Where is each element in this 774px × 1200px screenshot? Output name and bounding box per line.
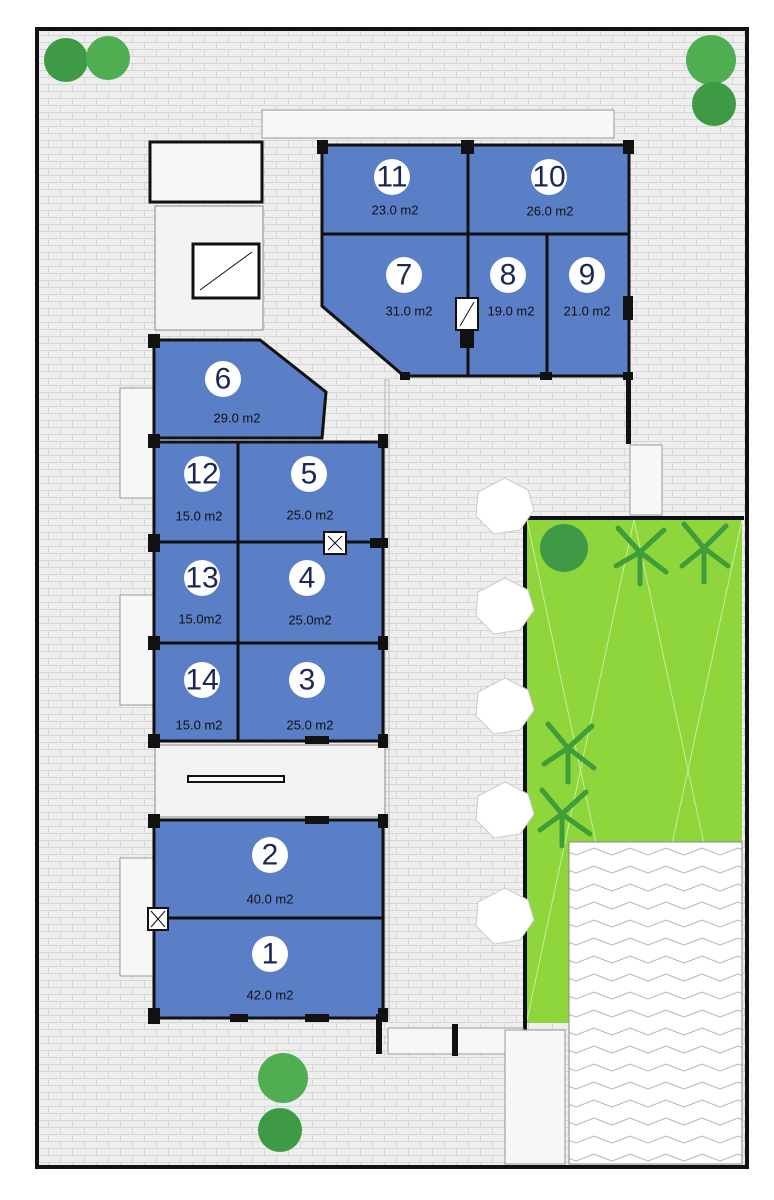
unit-4-area: 25.0m2 bbox=[288, 613, 331, 628]
unit-14-badge bbox=[184, 662, 220, 698]
unit-10-number: 10 bbox=[532, 161, 565, 194]
unit-1-number: 1 bbox=[262, 938, 279, 971]
shaft-unit-2 bbox=[147, 907, 169, 931]
unit-6-room bbox=[152, 338, 328, 440]
shaft-unit-8 bbox=[455, 297, 479, 331]
parking-area bbox=[569, 842, 742, 1164]
unit-9-number: 9 bbox=[579, 259, 596, 292]
unit-6-area: 29.0 m2 bbox=[214, 411, 261, 426]
unit-3-area: 25.0 m2 bbox=[287, 718, 334, 733]
unit-7-badge bbox=[386, 257, 422, 293]
unit-5-number: 5 bbox=[301, 458, 318, 491]
ramp-right bbox=[629, 444, 663, 516]
unit-9[interactable]: 9 21.0 m2 bbox=[545, 232, 631, 378]
columns bbox=[148, 140, 634, 1056]
unit-6-number: 6 bbox=[215, 363, 232, 396]
unit-3-number: 3 bbox=[299, 664, 316, 697]
unit-14-area: 15.0 m2 bbox=[176, 718, 223, 733]
unit-4-badge bbox=[289, 560, 325, 596]
unit-2-area: 40.0 m2 bbox=[247, 892, 294, 907]
unit-6-badge bbox=[205, 361, 241, 397]
unit-7-area: 31.0 m2 bbox=[386, 304, 433, 319]
unit-9-area: 21.0 m2 bbox=[564, 304, 611, 319]
palm-trees bbox=[537, 521, 731, 849]
unit-10-badge bbox=[531, 159, 567, 195]
garden-border-top bbox=[525, 516, 744, 520]
unit-1-badge bbox=[252, 936, 288, 972]
unit-7[interactable]: 7 31.0 m2 bbox=[320, 232, 470, 378]
unit-1[interactable]: 1 42.0 m2 bbox=[152, 916, 385, 1020]
trees bbox=[44, 35, 736, 1152]
unit-13-area: 15.0m2 bbox=[178, 612, 221, 627]
unit-12-number: 12 bbox=[185, 458, 218, 491]
umbrellas bbox=[475, 477, 535, 945]
railing-top bbox=[261, 109, 615, 139]
unit-1-area: 42.0 m2 bbox=[247, 988, 294, 1003]
unit-5[interactable]: 5 25.0 m2 bbox=[236, 440, 385, 544]
unit-8-badge bbox=[490, 257, 526, 293]
unit-7-room bbox=[320, 232, 470, 378]
unit-14[interactable]: 14 15.0 m2 bbox=[152, 641, 240, 743]
unit-13-number: 13 bbox=[185, 562, 218, 595]
unit-2[interactable]: 2 40.0 m2 bbox=[152, 818, 385, 920]
unit-5-badge bbox=[291, 456, 327, 492]
stair-landing bbox=[187, 775, 285, 783]
parking-border bbox=[568, 841, 743, 1165]
unit-8-number: 8 bbox=[500, 259, 517, 292]
unit-11-badge bbox=[374, 159, 410, 195]
unit-12-area: 15.0 m2 bbox=[176, 509, 223, 524]
bottom-steps bbox=[504, 1029, 566, 1165]
unit-11[interactable]: 11 23.0 m2 bbox=[320, 143, 470, 236]
unit-13[interactable]: 13 15.0m2 bbox=[152, 540, 240, 645]
unit-3[interactable]: 3 25.0 m2 bbox=[236, 641, 385, 743]
unit-2-badge bbox=[252, 837, 288, 873]
unit-2-number: 2 bbox=[262, 839, 279, 872]
unit-7-number: 7 bbox=[396, 259, 413, 292]
unit-10-area: 26.0 m2 bbox=[527, 204, 574, 219]
unit-14-number: 14 bbox=[185, 664, 218, 697]
unit-3-badge bbox=[289, 662, 325, 698]
site-boundary bbox=[35, 27, 749, 1169]
unit-12[interactable]: 12 15.0 m2 bbox=[152, 440, 240, 544]
unit-10[interactable]: 10 26.0 m2 bbox=[466, 143, 631, 236]
lift-cross bbox=[199, 251, 253, 291]
unit-4-number: 4 bbox=[299, 562, 316, 595]
unit-4[interactable]: 4 25.0m2 bbox=[236, 540, 385, 645]
shaft-unit-5 bbox=[323, 531, 347, 555]
unit-12-badge bbox=[184, 456, 220, 492]
unit-13-badge bbox=[184, 560, 220, 596]
toilet-block bbox=[148, 140, 264, 204]
unit-9-badge bbox=[569, 257, 605, 293]
unit-11-number: 11 bbox=[376, 161, 407, 194]
unit-6[interactable]: 6 29.0 m2 bbox=[152, 338, 328, 440]
unit-8-area: 19.0 m2 bbox=[488, 304, 535, 319]
unit-11-area: 23.0 m2 bbox=[372, 203, 419, 218]
unit-8[interactable]: 8 19.0 m2 bbox=[466, 232, 549, 378]
unit-5-area: 25.0 m2 bbox=[287, 508, 334, 523]
